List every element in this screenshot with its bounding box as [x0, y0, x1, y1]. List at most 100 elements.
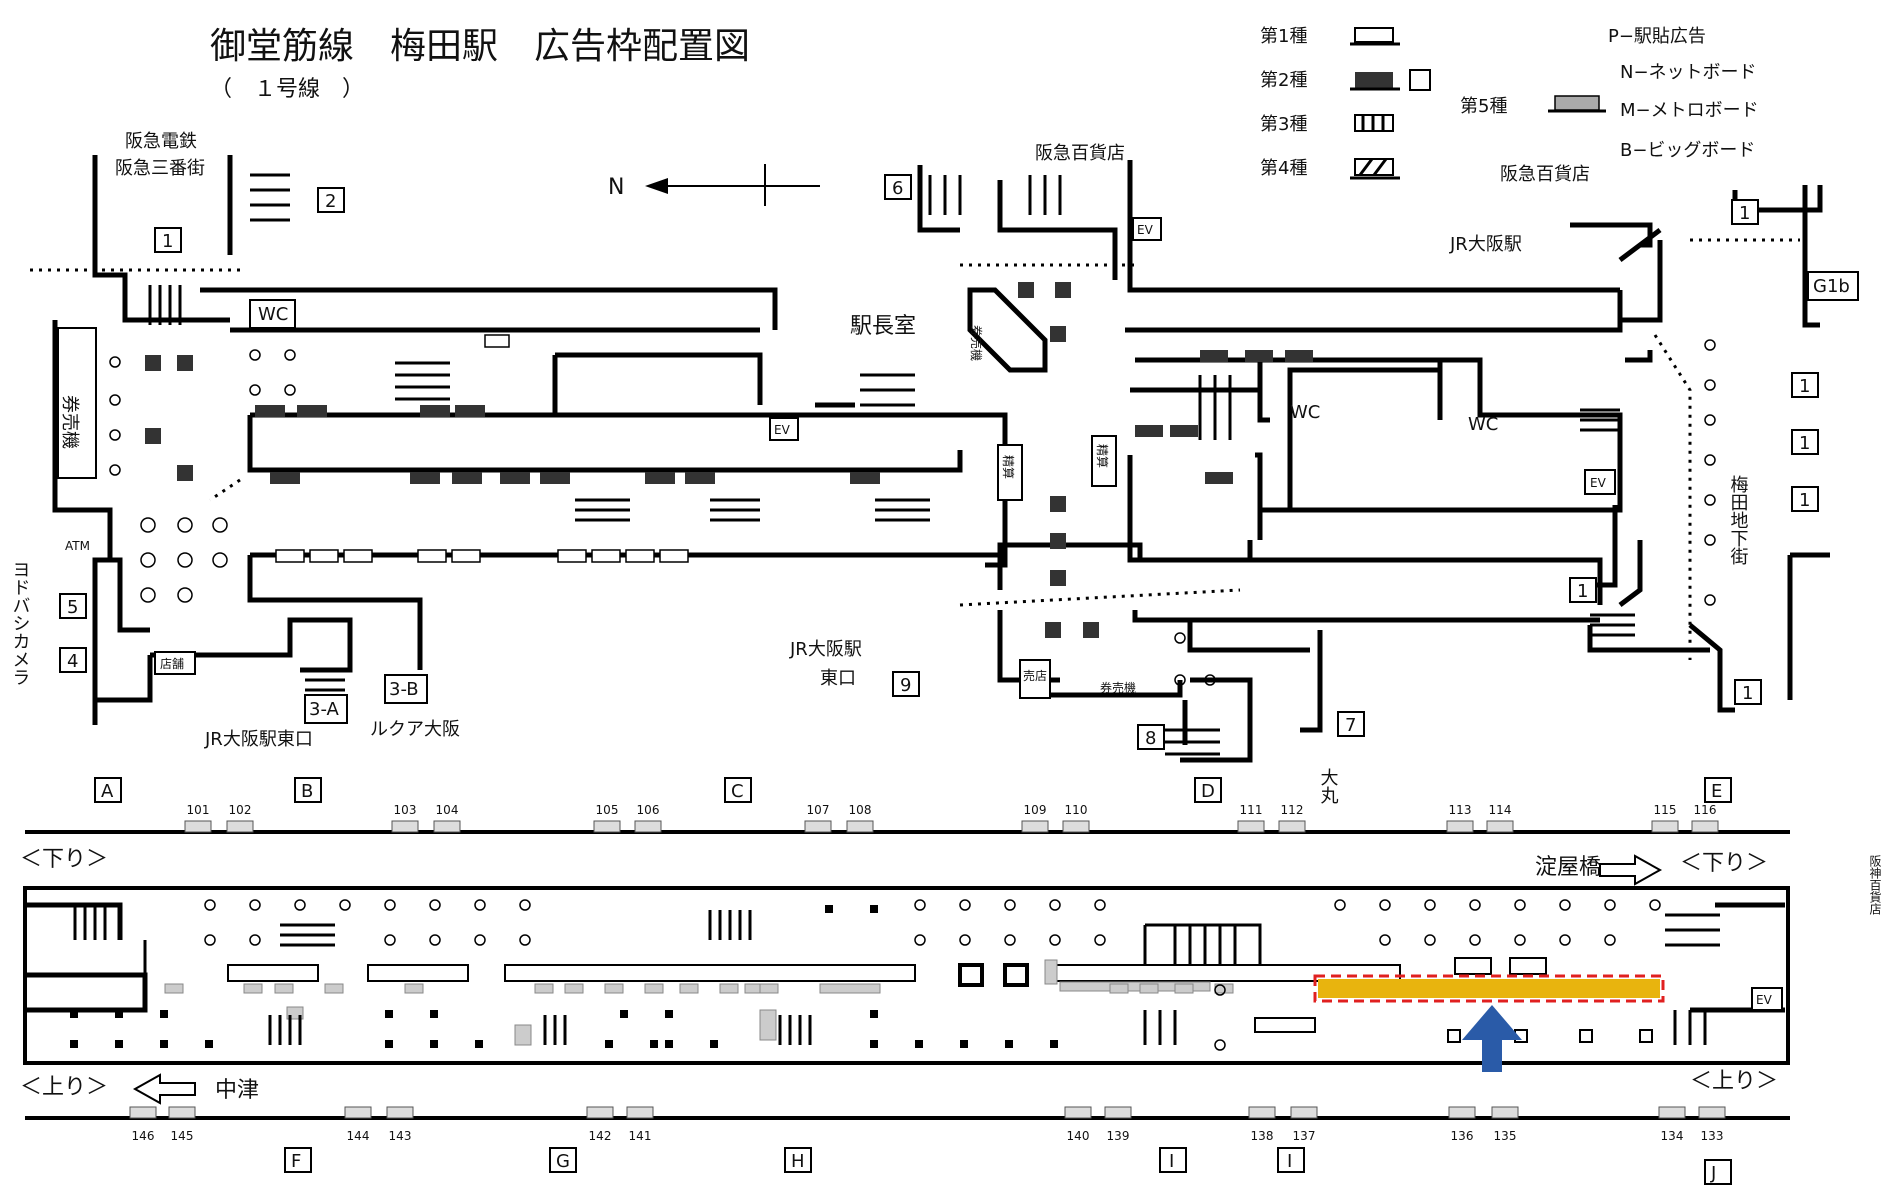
platform-ad-board-number: 112	[1281, 803, 1304, 817]
platform-ad-board-number: 107	[807, 803, 830, 817]
label-hankyu-dept-1: 阪急百貨店	[1035, 143, 1125, 164]
legend-type1-label: 第1種	[1260, 26, 1307, 47]
svg-text:1: 1	[1742, 683, 1753, 704]
legend-code-b: B−ビッグボード	[1620, 140, 1755, 161]
legend-type5-label: 第5種	[1460, 96, 1507, 117]
platform-ad-board-number: 133	[1701, 1129, 1724, 1143]
wc-label-2: WC	[1290, 402, 1320, 423]
svg-text:J: J	[1710, 1163, 1716, 1184]
label-hankyu-railway: 阪急電鉄	[125, 131, 197, 152]
svg-text:I: I	[1169, 1151, 1174, 1172]
type5-grey-board-icon	[1554, 95, 1600, 111]
exit-7: 7	[1337, 711, 1365, 737]
facilities: WC 駅長室 WC WC EV EV EV ATM 券売機 精算 精算 売店 券…	[59, 217, 1859, 699]
platform-ad-board	[1691, 820, 1719, 833]
exit-g1b-label: G1b	[1813, 276, 1850, 297]
fare-gate-lines	[30, 238, 1800, 660]
platform-ad-board	[168, 1106, 196, 1119]
platform-ad-board	[344, 1106, 372, 1119]
exit-markers: 1 2 3-A 3-B 4 5 6 7 8 9 1 1 1 1 1 1	[59, 174, 1819, 750]
svg-text:1: 1	[1799, 433, 1810, 454]
ev-label-platform: EV	[1756, 993, 1773, 1007]
exit-1-a: 1	[154, 227, 182, 253]
platform-ad-board	[1248, 1106, 1276, 1119]
platform-ad-board-number: 137	[1293, 1129, 1316, 1143]
platform-ad-board-number: 142	[589, 1129, 612, 1143]
highlighted-ad-zone[interactable]	[1313, 974, 1665, 1003]
legend: 第1種 第2種 第3種 第4種 第5種 P−駅貼広告 N−ネットボード M−メト…	[1260, 26, 1759, 180]
platform-ad-board-number: 102	[229, 803, 252, 817]
platform-ad-board	[1446, 820, 1474, 833]
platform-ad-board-number: 108	[849, 803, 872, 817]
label-jr-east-exit: JR大阪駅東口	[204, 729, 313, 750]
svg-text:D: D	[1201, 781, 1215, 802]
platform-ad-board-number: 113	[1449, 803, 1472, 817]
north-arrow-icon: N	[608, 164, 820, 206]
wc-label-3: WC	[1468, 414, 1498, 435]
svg-text:6: 6	[892, 178, 903, 199]
svg-text:1: 1	[1799, 376, 1810, 397]
platform-ad-board-number: 115	[1654, 803, 1677, 817]
platform-ad-board-number: 101	[187, 803, 210, 817]
platform-ad-board	[1290, 1106, 1318, 1119]
ev-label-3: EV	[1590, 476, 1607, 490]
svg-text:C: C	[731, 781, 744, 802]
down-label-right: ＜下り＞	[1680, 851, 1768, 876]
svg-text:1: 1	[1739, 203, 1750, 224]
platform-ad-board-number: 138	[1251, 1129, 1274, 1143]
platform-ad-board	[1021, 820, 1049, 833]
platform-ad-board	[129, 1106, 157, 1119]
place-labels: 阪急電鉄 阪急三番街 阪急百貨店 阪急百貨店 JR大阪駅 JR大阪駅 東口 JR…	[10, 131, 1883, 915]
legend-code-m: M−メトロボード	[1620, 100, 1759, 121]
label-yodobashi: ヨドバシカメラ	[10, 560, 31, 686]
svg-text:1: 1	[162, 231, 173, 252]
exit-4: 4	[59, 647, 87, 673]
platform-ad-board	[1237, 820, 1265, 833]
platform-ad-board-number: 143	[389, 1129, 412, 1143]
platform-ad-board	[226, 820, 254, 833]
platform-ad-board-number: 145	[171, 1129, 194, 1143]
right-arrow-icon	[1599, 854, 1663, 886]
platform-ad-board	[1278, 820, 1306, 833]
platform-ad-board	[586, 1106, 614, 1119]
platform-ad-board	[1651, 820, 1679, 833]
legend-code-n: N−ネットボード	[1620, 62, 1757, 83]
legend-type3-label: 第3種	[1260, 114, 1307, 135]
left-arrow-icon	[132, 1073, 196, 1105]
exit-3-b: 3-B	[384, 674, 428, 704]
label-daimaru: 大丸	[1318, 768, 1339, 804]
svg-text:B: B	[301, 781, 313, 802]
section-letters-top: A B C D E	[94, 777, 1732, 803]
platform-ad-board-number: 111	[1240, 803, 1263, 817]
svg-text:4: 4	[67, 651, 78, 672]
platform-ad-board	[634, 820, 662, 833]
down-label-left: ＜下り＞	[20, 847, 108, 872]
platform-ad-board-number: 139	[1107, 1129, 1130, 1143]
ticket-machine-label-2: 券売機	[1100, 680, 1136, 695]
platform-ad-board	[626, 1106, 654, 1119]
platform-ad-board	[1062, 820, 1090, 833]
wc-label: WC	[258, 304, 288, 325]
concourse-walls	[52, 155, 1830, 763]
svg-text:5: 5	[67, 597, 78, 618]
stairs	[148, 173, 1635, 756]
label-umeda-chikagai: 梅田地下街	[1728, 475, 1749, 565]
fare-adjust-label: 精算	[1001, 455, 1016, 479]
legend-code-p: P−駅貼広告	[1608, 26, 1706, 47]
platform-ad-board	[804, 820, 832, 833]
type2-dark-board-icon	[1355, 72, 1393, 88]
platform-ad-board-number: 141	[629, 1129, 652, 1143]
platform-ad-board	[433, 820, 461, 833]
exit-6: 6	[884, 174, 912, 200]
platform-ad-board	[391, 820, 419, 833]
label-jr-osaka-east: JR大阪駅	[789, 639, 862, 660]
svg-text:E: E	[1711, 781, 1722, 802]
label-hankyu-sanbangai: 阪急三番街	[115, 158, 205, 179]
svg-text:9: 9	[900, 675, 911, 696]
platform-ad-board	[1104, 1106, 1132, 1119]
svg-text:A: A	[101, 781, 114, 802]
ticket-machine-label: 券売機	[59, 395, 80, 449]
ev-label-2: EV	[1137, 223, 1154, 237]
